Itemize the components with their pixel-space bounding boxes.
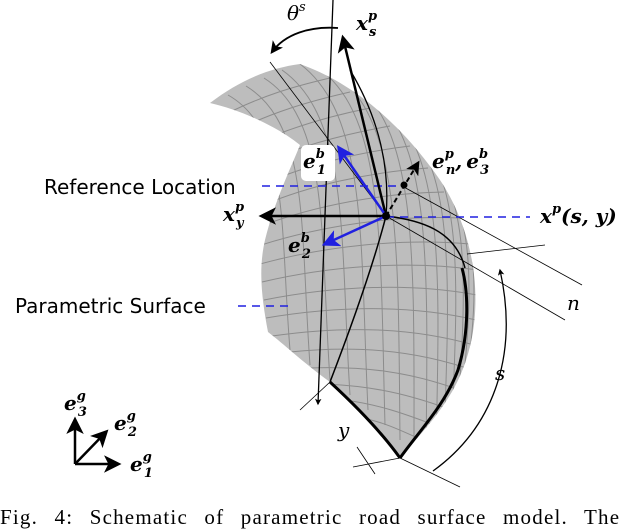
parametric-surface: [210, 64, 476, 459]
reference-location-label: Reference Location: [44, 175, 236, 199]
y-label: y: [337, 418, 350, 442]
normal-point: [400, 181, 408, 189]
parametric-surface-label: Parametric Surface: [15, 294, 206, 318]
theta-label: θs: [287, 0, 306, 25]
s-dimension-arrow: [432, 268, 507, 472]
figure-caption: Fig. 4: Schematic of parametric road sur…: [0, 505, 621, 529]
s-label: s: [495, 361, 505, 385]
e1b-vector: [337, 145, 388, 217]
theta-arrow: [270, 26, 339, 55]
reference-point: [382, 212, 390, 220]
e2b-vector: [321, 214, 387, 247]
y-dimension-arrow: [314, 0, 334, 406]
xs-vector: [337, 34, 388, 217]
n-label: n: [567, 291, 580, 315]
xp-label: xp(s, y): [539, 202, 617, 228]
en-vector: [385, 160, 420, 217]
